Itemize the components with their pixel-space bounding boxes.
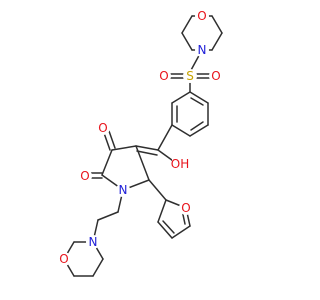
bond	[135, 145, 150, 181]
nitrogen-atom: N	[116, 183, 130, 197]
bond	[189, 91, 209, 104]
atom-label: N	[198, 43, 207, 57]
oxygen-atom: O	[209, 69, 223, 83]
bond	[190, 121, 204, 131]
hydroxyl-group: OH	[171, 157, 190, 171]
bond	[157, 124, 173, 151]
atom-layer: O N S O O OH O O	[57, 9, 223, 266]
sulfur-atom: S	[183, 69, 197, 83]
atom-label: N	[89, 235, 98, 249]
bond	[103, 132, 111, 151]
oxygen-atom: O	[157, 69, 171, 83]
oxygen-atom: O	[57, 252, 71, 266]
atom-label: O	[211, 69, 220, 83]
bond	[92, 258, 104, 277]
atom-label: O	[80, 169, 89, 183]
bond	[181, 32, 193, 51]
atom-label: O	[59, 252, 68, 266]
bond	[211, 32, 223, 51]
bond	[189, 124, 209, 137]
bond	[157, 199, 167, 223]
bond	[171, 124, 191, 137]
atom-label: O	[197, 9, 206, 23]
atom-label: OH	[171, 157, 189, 171]
bond	[101, 149, 113, 176]
oxygen-atom: O	[96, 121, 110, 135]
bond	[181, 15, 193, 34]
bond	[136, 150, 158, 156]
atom-label: O	[159, 69, 168, 83]
bond	[97, 211, 119, 221]
bond	[157, 221, 173, 239]
oxygen-atom: O	[179, 201, 193, 215]
oxygen-atom: O	[78, 169, 92, 183]
bond	[211, 15, 223, 34]
bond	[108, 130, 116, 149]
atom-label: S	[186, 69, 194, 83]
bond	[162, 220, 175, 234]
nitrogen-atom: N	[195, 43, 209, 57]
bond	[135, 145, 159, 151]
atom-label: O	[181, 201, 190, 215]
bond	[148, 179, 167, 201]
bond	[171, 225, 191, 239]
molecule-canvas: O N S O O OH O O	[57, 9, 223, 277]
bond	[111, 145, 137, 151]
nitrogen-atom: N	[86, 235, 100, 249]
bond	[171, 91, 191, 104]
bond	[190, 97, 204, 106]
structure-diagram: O N S O O OH O O	[57, 9, 223, 277]
atom-label: N	[119, 183, 128, 197]
oxygen-atom: O	[195, 9, 209, 23]
atom-label: O	[98, 121, 107, 135]
